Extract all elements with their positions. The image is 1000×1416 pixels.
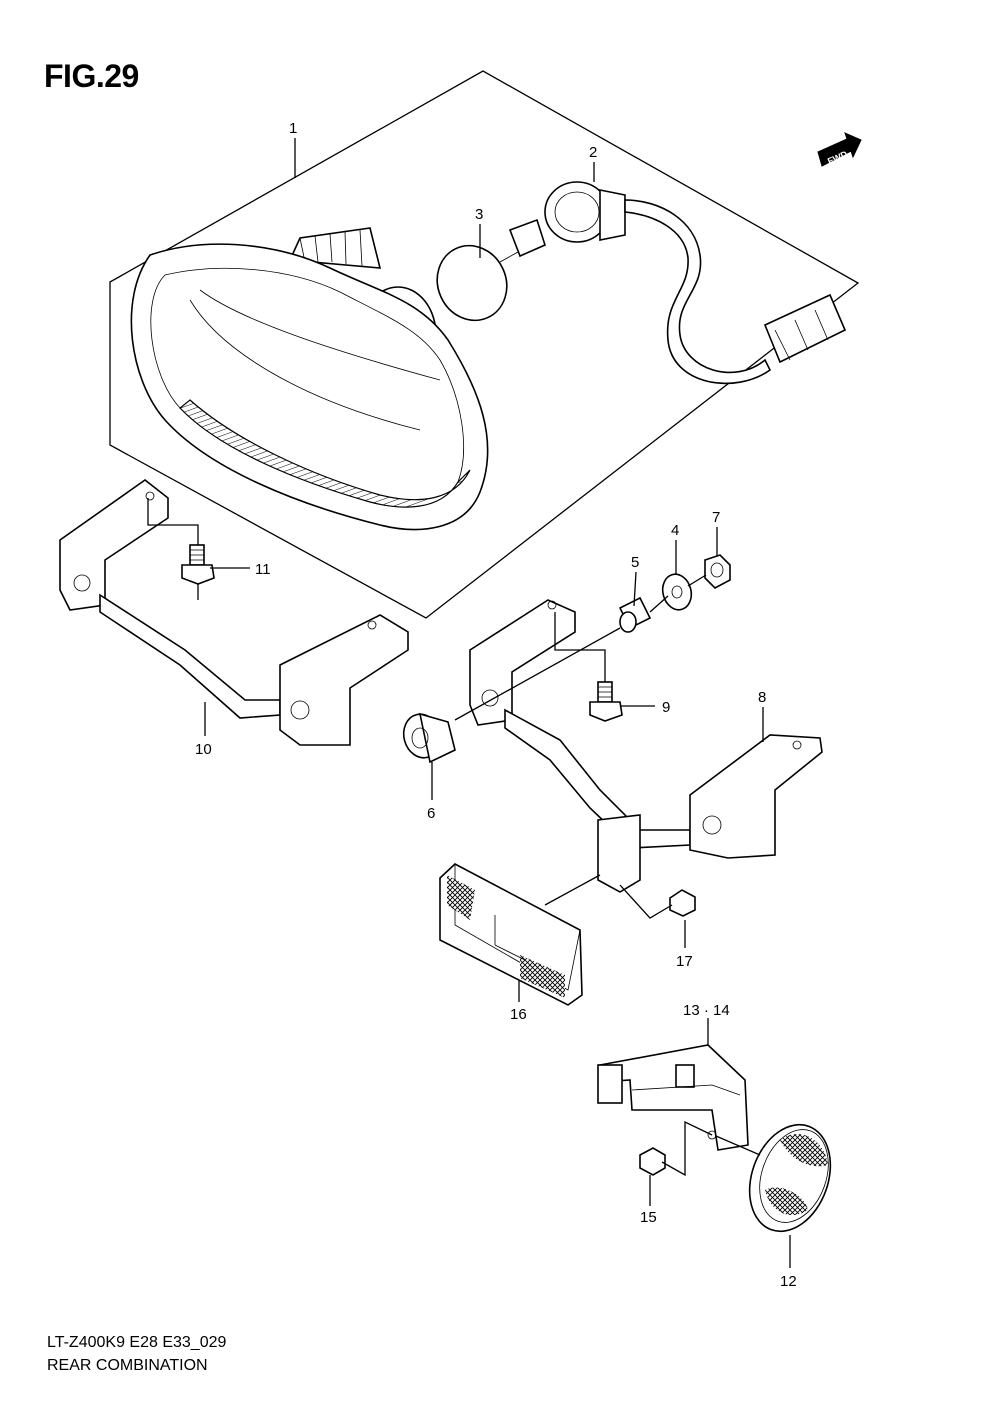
bulb-socket-harness [544, 181, 847, 385]
callout-1: 1 [289, 120, 297, 137]
bracket-left [59, 479, 409, 746]
rear-combination-lamp [130, 227, 489, 531]
leader-lines [147, 138, 791, 1268]
diagram-name: REAR COMBINATION [47, 1357, 208, 1374]
callout-15: 15 [640, 1209, 657, 1226]
rectangular-reflector [439, 863, 583, 1006]
bolt-11 [181, 544, 215, 585]
callout-6: 6 [427, 805, 435, 822]
callout-17: 17 [676, 953, 693, 970]
callout-5: 5 [631, 554, 639, 571]
fwd-arrow-icon: FWD [817, 132, 862, 167]
callout-12: 12 [780, 1273, 797, 1290]
nut-15 [639, 1147, 666, 1176]
callout-4: 4 [671, 522, 679, 539]
callout-13-14: 13 · 14 [683, 1002, 730, 1019]
nut-17 [669, 889, 696, 917]
callout-16: 16 [510, 1006, 527, 1023]
bulb [436, 218, 546, 322]
assembly-outline-box [109, 70, 860, 619]
round-reflector [748, 1123, 832, 1233]
bracket-right [469, 599, 823, 893]
grommet [402, 712, 456, 764]
nut-7 [704, 554, 731, 589]
callout-3: 3 [475, 206, 483, 223]
callout-2: 2 [589, 144, 597, 161]
callout-8: 8 [758, 689, 766, 706]
callout-10: 10 [195, 741, 212, 758]
callout-labels: 1 2 3 4 5 6 7 8 9 10 11 12 13 · 14 15 16… [195, 120, 797, 1290]
callout-9: 9 [662, 699, 670, 716]
callout-7: 7 [712, 509, 720, 526]
figure-title: FIG.29 [44, 58, 139, 94]
callout-11: 11 [255, 561, 271, 578]
washer [661, 573, 693, 611]
reflector-bracket [597, 1044, 749, 1151]
diagram-code: LT-Z400K9 E28 E33_029 [47, 1334, 227, 1351]
spacer [618, 596, 652, 633]
bolt-9 [589, 681, 623, 722]
